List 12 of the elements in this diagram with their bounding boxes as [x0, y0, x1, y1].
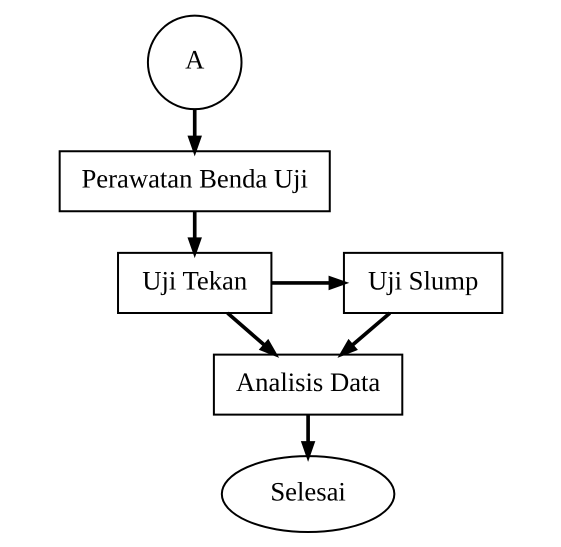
arrow	[270, 276, 349, 290]
node-circle: A	[146, 14, 242, 110]
arrow	[186, 211, 202, 258]
node-ellipse: Selesai	[220, 455, 395, 533]
node-box: Perawatan Benda Uji	[58, 150, 330, 212]
arrow	[186, 110, 202, 156]
node-box: Uji Slump	[342, 252, 503, 314]
node-box: Uji Tekan	[116, 252, 272, 314]
arrow	[336, 312, 391, 358]
arrow	[300, 414, 315, 462]
arrow	[226, 312, 279, 358]
node-box: Analisis Data	[212, 354, 403, 416]
